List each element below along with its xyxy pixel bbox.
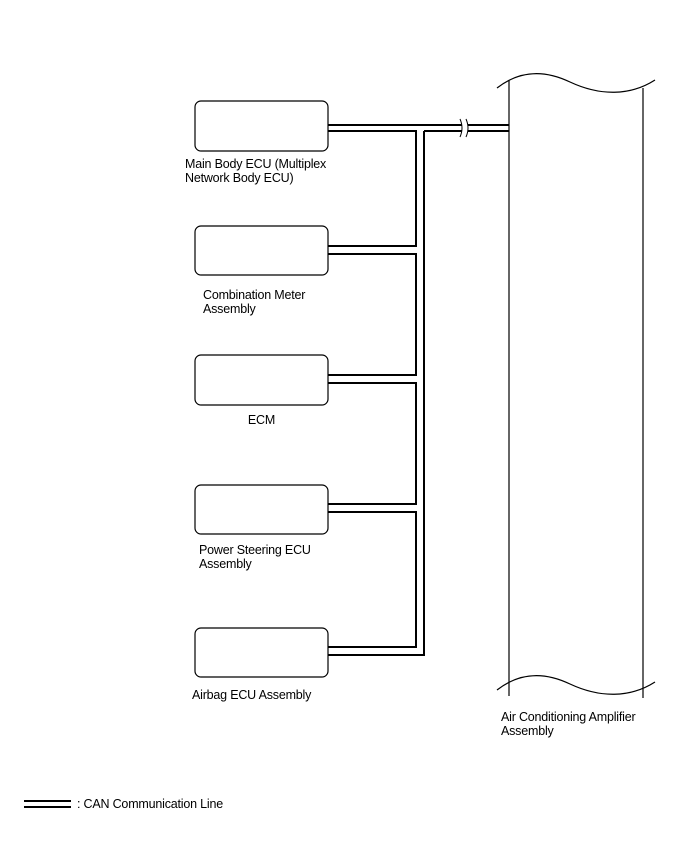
airbag-ecu-box — [194, 627, 329, 678]
main-body-ecu-label: Main Body ECU (Multiplex Network Body EC… — [185, 157, 327, 185]
can-bus-lines — [328, 124, 509, 656]
air-conditioning-amplifier-box — [496, 73, 656, 698]
power-steering-ecu-box — [194, 484, 329, 535]
can-line-legend-symbol — [24, 800, 71, 808]
air-conditioning-amplifier-label: Air Conditioning Amplifier Assembly — [501, 710, 636, 738]
combination-meter-label: Combination Meter Assembly — [203, 288, 306, 316]
combination-meter-box — [194, 225, 329, 276]
power-steering-ecu-label: Power Steering ECU Assembly — [199, 543, 311, 571]
airbag-ecu-label: Airbag ECU Assembly — [192, 688, 312, 702]
main-body-ecu-box — [194, 100, 329, 152]
ecm-box — [194, 354, 329, 406]
line-break-mark — [459, 118, 469, 138]
legend-label: : CAN Communication Line — [77, 797, 223, 811]
ecm-label: ECM — [247, 413, 276, 427]
